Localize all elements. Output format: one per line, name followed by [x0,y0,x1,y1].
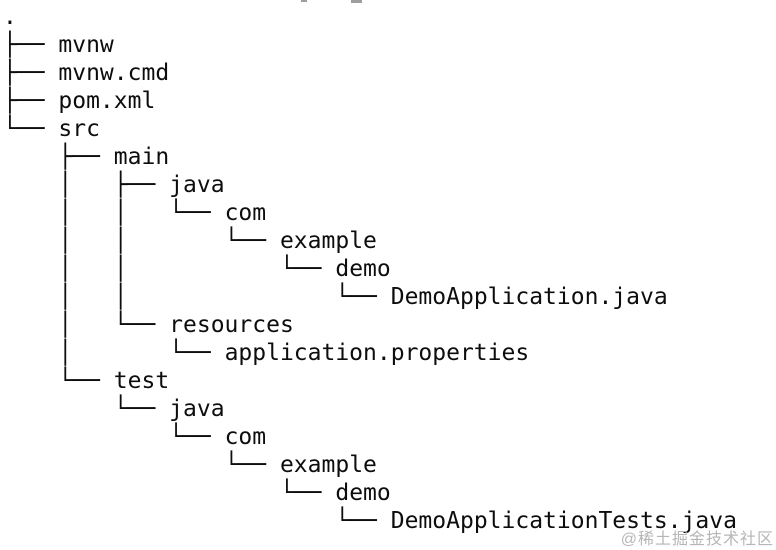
node-label-dir: example [279,228,377,254]
cropped-text-fragment [351,0,362,3]
tree-row-main: ├── main [3,143,737,171]
watermark: @稀土掘金技术社区 [620,531,774,548]
tree-row-mvnw: ├── mvnw [3,31,737,59]
branch-prefix: │ ├── [3,172,170,198]
node-label-file: pom.xml [58,88,156,114]
branch-prefix: │ └── [3,340,225,366]
branch-prefix: ├── [3,88,59,114]
tree-row-main-demo: │ │ └── demo [3,255,737,283]
branch-prefix: │ │ └── [3,284,391,310]
node-label-file: mvnw [58,32,114,58]
branch-prefix: ├── [3,32,59,58]
tree-row-src: └── src [3,115,737,143]
node-label-dir: demo [335,256,391,282]
branch-prefix: └── [3,424,225,450]
branch-prefix: └── [3,480,336,506]
tree-row-test-java: └── java [3,395,737,423]
branch-prefix: │ └── [3,312,170,338]
branch-prefix: │ │ └── [3,200,225,226]
tree-row-test-demo: └── demo [3,479,737,507]
node-label-dir: resources [169,312,294,338]
branch-prefix: ├── [3,144,114,170]
tree-row-resources: │ └── resources [3,311,737,339]
tree-row-main-java: │ ├── java [3,171,737,199]
tree-row-demo-application-tests-java: └── DemoApplicationTests.java [3,507,737,535]
tree-row-test: └── test [3,367,737,395]
node-label-file: mvnw.cmd [58,60,170,86]
branch-prefix: └── [3,116,59,142]
node-label-dir: test [113,368,170,394]
node-label-dir: com [224,424,267,450]
tree-root-dot: . [3,4,17,30]
tree-row-demo-application-java: │ │ └── DemoApplication.java [3,283,737,311]
node-label-dir: com [224,200,267,226]
branch-prefix: │ │ └── [3,228,280,254]
tree-row-main-com: │ │ └── com [3,199,737,227]
node-label-dir: src [58,116,100,142]
tree-row-application-properties: │ └── application.properties [3,339,737,367]
node-label-file: DemoApplicationTests.java [390,508,737,534]
branch-prefix: └── [3,508,391,534]
cropped-text-fragment [301,0,307,2]
branch-prefix: │ │ └── [3,256,336,282]
branch-prefix: └── [3,368,114,394]
tree-row-test-example: └── example [3,451,737,479]
node-label-file: application.properties [224,340,530,366]
branch-prefix: └── [3,396,170,422]
node-label-dir: java [169,172,225,198]
tree-row-test-com: └── com [3,423,737,451]
project-tree: . ├── mvnw ├── mvnw.cmd ├── pom.xml └── … [3,3,737,535]
branch-prefix: └── [3,452,280,478]
tree-row-mvnw-cmd: ├── mvnw.cmd [3,59,737,87]
node-label-dir: main [113,144,170,170]
tree-row-pom-xml: ├── pom.xml [3,87,737,115]
tree-row-main-example: │ │ └── example [3,227,737,255]
node-label-dir: demo [335,480,391,506]
tree-row-root: . [3,3,737,31]
branch-prefix: ├── [3,60,59,86]
node-label-dir: example [279,452,377,478]
node-label-file: DemoApplication.java [390,284,668,310]
node-label-dir: java [169,396,225,422]
